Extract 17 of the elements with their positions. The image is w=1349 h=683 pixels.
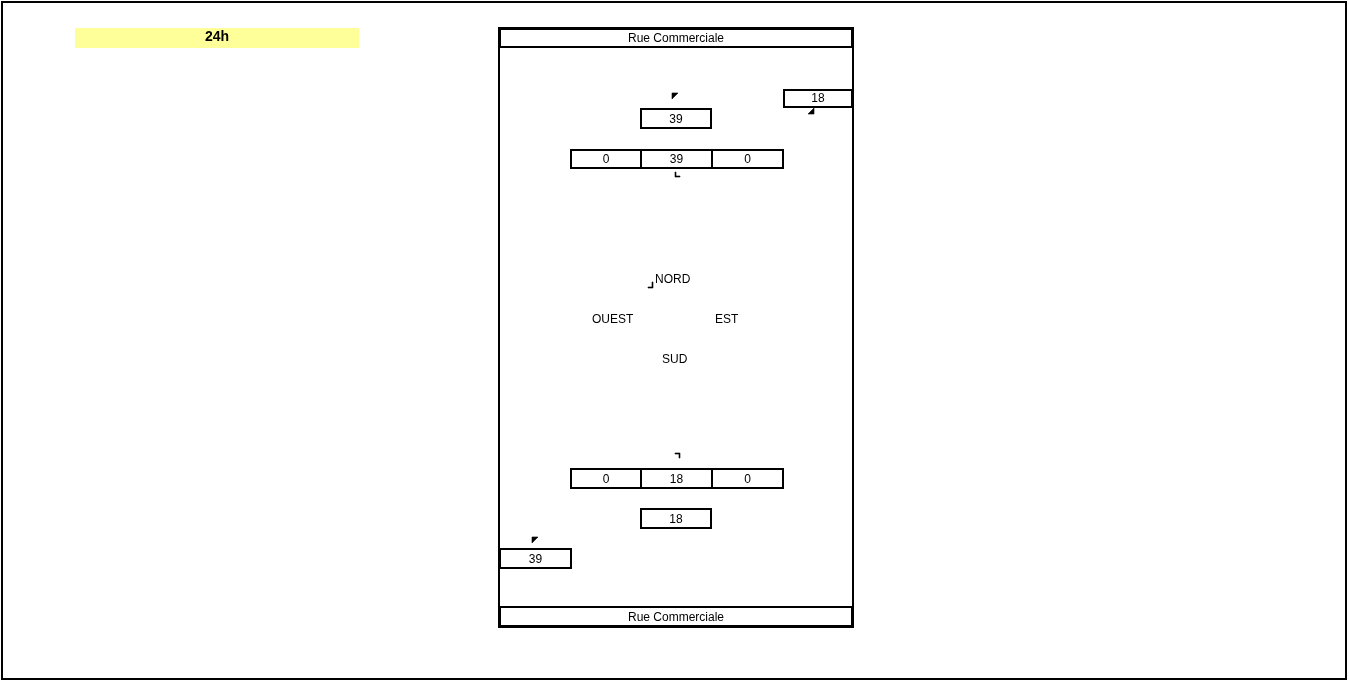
period-label: 24h: [75, 28, 359, 48]
direction-label: EST: [715, 312, 739, 326]
street-band: Rue Commerciale: [499, 606, 853, 627]
count-cell: 0: [570, 468, 642, 489]
direction-label: SUD: [662, 352, 688, 366]
count-cell: 0: [711, 468, 784, 489]
count-cell: 39: [640, 149, 713, 169]
count-box: 18: [783, 89, 853, 108]
count-box: 39: [499, 548, 572, 569]
direction-label: NORD: [655, 272, 691, 286]
count-cell: 0: [570, 149, 642, 169]
street-band: Rue Commerciale: [499, 28, 853, 48]
count-box: 39: [640, 108, 712, 129]
count-box: 18: [640, 508, 712, 529]
direction-label: OUEST: [592, 312, 634, 326]
count-cell: 0: [711, 149, 784, 169]
count-cell: 18: [640, 468, 713, 489]
